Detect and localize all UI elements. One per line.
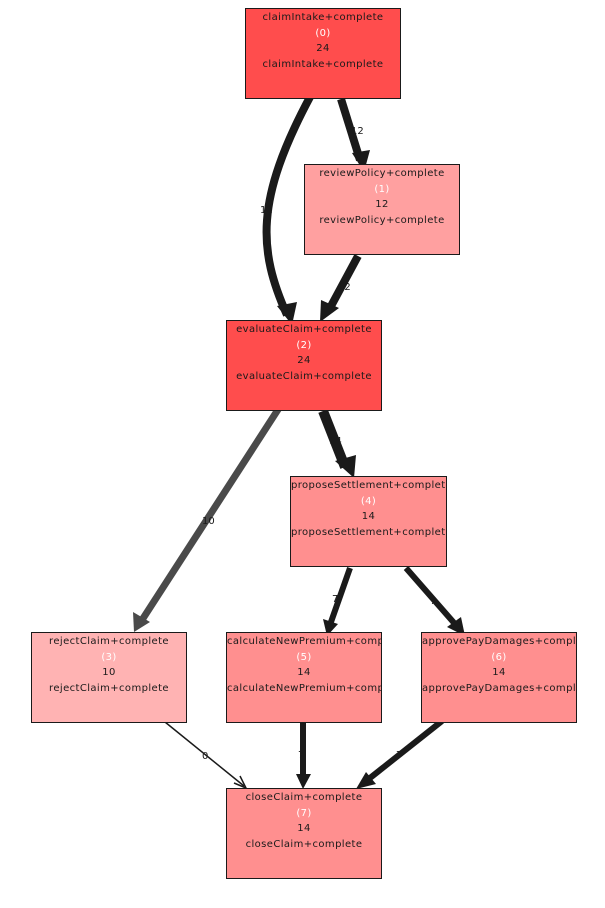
edge-calculatenewpremium-closeclaim: 7 [296,722,311,789]
node-name-repeat: closeClaim+complete [245,838,363,850]
edge-claimintake-evaluateclaim: 12 [260,95,314,325]
edge-evaluateclaim-proposesettlement: 14 [318,409,356,478]
node-name: evaluateClaim+complete [236,324,372,335]
node-name-repeat: evaluateClaim+complete [236,370,372,382]
edge-label: 7 [332,594,338,605]
node-count: 24 [297,355,311,366]
node-id: (6) [491,651,507,663]
node-claimintake[interactable]: claimIntake+complete (0) 24 claimIntake+… [245,8,401,99]
edge-label: 7 [430,596,436,607]
node-closeclaim[interactable]: closeClaim+complete (7) 14 closeClaim+co… [226,788,382,879]
node-count: 24 [316,43,330,54]
edge-label: 0 [202,751,208,762]
edge-proposesettlement-approvepaydamages: 7 [403,566,465,636]
edge-label: 14 [329,436,342,447]
node-name: calculateNewPremium+complete [227,636,382,647]
node-name-repeat: rejectClaim+complete [49,682,169,694]
node-id: (4) [360,495,377,507]
node-id: (5) [296,651,312,663]
node-count: 14 [492,667,506,678]
node-count: 14 [297,667,311,678]
node-name-repeat: approvePayDamages+complete [422,682,577,694]
node-reviewpolicy[interactable]: reviewPolicy+complete (1) 12 reviewPolic… [304,164,460,255]
edge-label: 12 [338,282,351,293]
edge-reviewpolicy-evaluateclaim: 12 [320,254,362,322]
node-name: approvePayDamages+complete [422,636,577,647]
node-approvepaydamages[interactable]: approvePayDamages+complete (6) 14 approv… [421,632,577,723]
edge-label: 12 [351,126,364,137]
node-id: (1) [374,183,390,195]
node-rejectclaim[interactable]: rejectClaim+complete (3) 10 rejectClaim+… [31,632,187,723]
edge-rejectclaim-closeclaim: 0 [164,721,248,790]
node-name: claimIntake+complete [262,12,384,23]
edge-label: 7 [396,750,402,761]
node-calculatenewpremium[interactable]: calculateNewPremium+complete (5) 14 calc… [226,632,382,723]
edge-evaluateclaim-rejectclaim: 10 [133,406,282,632]
node-count: 14 [297,823,311,834]
node-name-repeat: reviewPolicy+complete [319,214,445,226]
edge-label: 7 [298,750,304,761]
edge-proposesettlement-calculatenewpremium: 7 [323,567,353,636]
edge-label: 10 [202,516,215,527]
node-name: rejectClaim+complete [49,636,169,647]
node-name-repeat: proposeSettlement+complete [291,526,447,538]
node-name: closeClaim+complete [245,792,363,803]
node-name-repeat: calculateNewPremium+complete [227,682,382,694]
node-count: 12 [375,199,389,210]
node-name: proposeSettlement+complete [291,480,447,491]
node-id: (3) [101,651,117,663]
node-name-repeat: claimIntake+complete [262,58,384,70]
node-id: (2) [296,339,312,351]
node-id: (0) [315,27,331,39]
edge-approvepaydamages-closeclaim: 7 [356,718,444,789]
node-evaluateclaim[interactable]: evaluateClaim+complete (2) 24 evaluateCl… [226,320,382,411]
edge-claimintake-reviewpolicy: 12 [337,97,370,172]
node-count: 14 [361,511,376,522]
node-name: reviewPolicy+complete [319,168,445,179]
node-id: (7) [296,807,312,819]
node-count: 10 [102,667,116,678]
node-proposesettlement[interactable]: proposeSettlement+complete (4) 14 propos… [290,476,447,567]
edge-label: 12 [260,205,273,216]
